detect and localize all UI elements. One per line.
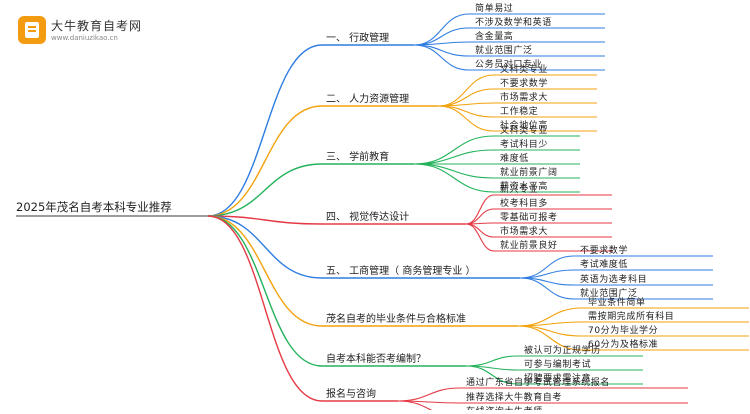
book-icon bbox=[18, 16, 46, 44]
leaf-connector bbox=[519, 277, 575, 300]
branch-node: 一、 行政管理 bbox=[326, 31, 389, 44]
leaf-node: 社会地位高 bbox=[500, 119, 548, 131]
leaf-node: 需按期完成所有科目 bbox=[588, 310, 674, 322]
leaf-node: 就业前景广阔 bbox=[500, 166, 558, 178]
leaf-node: 可参与编制考试 bbox=[524, 358, 591, 370]
leaf-connector bbox=[437, 74, 495, 107]
branch-node: 五、 工商管理（ 商务管理专业 ） bbox=[326, 264, 476, 277]
leaf-node: 薪资水平高 bbox=[500, 180, 548, 192]
leaf-connector bbox=[465, 223, 495, 238]
leaf-node: 零基础可报考 bbox=[500, 211, 558, 223]
leaf-node: 60分为及格标准 bbox=[588, 338, 658, 350]
connector-lines bbox=[16, 13, 749, 414]
leaf-node: 文科类专业 bbox=[500, 63, 548, 75]
leaf-node: 文科类专业 bbox=[500, 124, 548, 136]
leaf-node: 难度低 bbox=[500, 152, 529, 164]
branch-connector bbox=[207, 163, 323, 217]
branch-connector bbox=[207, 105, 323, 217]
leaf-node: 考试难度低 bbox=[580, 258, 628, 270]
branch-node: 茂名自考的毕业条件与合格标准 bbox=[326, 312, 466, 325]
leaf-connector bbox=[397, 387, 461, 402]
leaf-node: 就业前景良好 bbox=[500, 239, 558, 251]
leaf-node: 简单易过 bbox=[475, 2, 513, 14]
leaf-node: 被认可为正规学历 bbox=[524, 344, 601, 356]
leaf-connector bbox=[465, 223, 495, 252]
leaf-connector bbox=[517, 325, 583, 351]
leaf-node: 校考科目多 bbox=[500, 197, 548, 209]
branch-node: 二、 人力资源管理 bbox=[326, 92, 409, 105]
leaf-node: 不要求数学 bbox=[500, 77, 548, 89]
leaf-connector bbox=[437, 105, 495, 118]
leaf-connector bbox=[517, 321, 583, 327]
leaf-node: 不要求数学 bbox=[580, 244, 628, 256]
leaf-node: 英语为选考科目 bbox=[580, 273, 647, 285]
leaf-connector bbox=[437, 105, 495, 132]
leaf-connector bbox=[465, 355, 519, 367]
branch-node: 三、 学前教育 bbox=[326, 150, 389, 163]
leaf-node: 不涉及数学和英语 bbox=[475, 16, 552, 28]
logo-url: www.daniuzikao.cn bbox=[51, 34, 118, 42]
leaf-connector bbox=[465, 208, 495, 225]
leaf-node: 公务员对口专业 bbox=[475, 58, 542, 70]
branch-connector bbox=[207, 44, 323, 217]
branch-node: 自考本科能否考编制？ bbox=[326, 352, 426, 365]
leaf-connector bbox=[413, 149, 495, 165]
root-node: 2025年茂名自考本科专业推荐 bbox=[16, 200, 172, 214]
branch-node: 报名与咨询 bbox=[326, 387, 376, 400]
leaf-connector bbox=[519, 255, 575, 279]
branch-connector bbox=[207, 215, 323, 225]
leaf-connector bbox=[413, 44, 470, 57]
leaf-node: 含金量高 bbox=[475, 30, 513, 42]
leaf-node: 推荐选择大牛教育自考 bbox=[466, 391, 562, 403]
leaf-node: 毕业条件简单 bbox=[588, 296, 646, 308]
branch-connector bbox=[207, 215, 323, 279]
leaf-connector bbox=[413, 44, 470, 71]
leaf-connector bbox=[413, 163, 495, 193]
leaf-connector bbox=[517, 307, 583, 327]
branch-connector bbox=[207, 215, 323, 402]
branch-connector bbox=[207, 215, 323, 367]
leaf-node: 工作稳定 bbox=[500, 105, 538, 117]
leaf-node: 就业范围广泛 bbox=[475, 44, 533, 56]
leaf-node: 通过广东省自学考试管理系统报名 bbox=[466, 376, 610, 388]
branch-connector bbox=[207, 215, 323, 327]
leaf-connector bbox=[517, 325, 583, 337]
leaf-connector bbox=[413, 163, 495, 179]
site-logo[interactable]: 大牛教育自考网 www.daniuzikao.cn bbox=[18, 16, 178, 50]
node-labels: 2025年茂名自考本科专业推荐 一、 行政管理 简单易过不涉及数学和英语含金量高就业… bbox=[16, 2, 674, 414]
leaf-connector bbox=[397, 400, 443, 414]
leaf-connector bbox=[465, 365, 519, 385]
leaf-node: 市场需求大 bbox=[500, 225, 548, 237]
leaf-node: 在线咨询大牛老师 bbox=[466, 405, 543, 410]
leaf-node: 考试科目少 bbox=[500, 138, 548, 150]
leaf-node: 新兴专业 bbox=[500, 183, 538, 195]
logo-name: 大牛教育自考网 bbox=[51, 19, 143, 33]
leaf-node: 市场需求大 bbox=[500, 91, 548, 103]
leaf-node: 70分为毕业学分 bbox=[588, 324, 658, 336]
leaf-node: 就业范围广泛 bbox=[580, 287, 638, 299]
branch-node: 四、 视觉传达设计 bbox=[326, 210, 409, 223]
leaf-node: 招聘要求需注意 bbox=[524, 372, 591, 384]
leaf-connector bbox=[413, 13, 470, 46]
